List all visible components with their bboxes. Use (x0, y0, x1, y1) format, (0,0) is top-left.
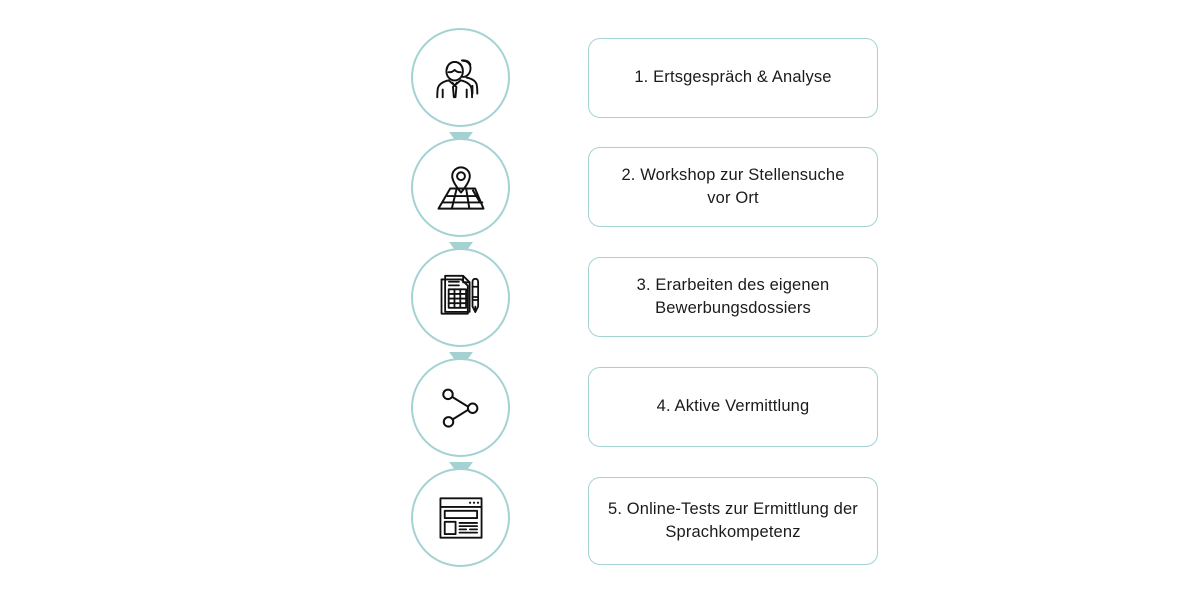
step-box-3[interactable]: 3. Erarbeiten des eigenen Bewerbungsdoss… (588, 257, 878, 337)
step-box-4[interactable]: 4. Aktive Vermittlung (588, 367, 878, 447)
step-label-5: 5. Online-Tests zur Ermittlung der Sprac… (608, 499, 858, 541)
step-box-1[interactable]: 1. Ertsgespräch & Analyse (588, 38, 878, 118)
step-circle-3 (411, 248, 510, 347)
document-pen-icon (432, 269, 490, 327)
map-pin-icon (431, 158, 491, 218)
step-node-5[interactable] (411, 468, 510, 567)
step-label-3: 3. Erarbeiten des eigenen Bewerbungsdoss… (636, 275, 830, 317)
step-label-2: 2. Workshop zur Stellensuche vor Ort (621, 165, 845, 207)
step-circle-5 (411, 468, 510, 567)
step-label-4: 4. Aktive Vermittlung (656, 397, 810, 416)
step-box-2[interactable]: 2. Workshop zur Stellensuche vor Ort (588, 147, 878, 227)
step-node-2[interactable] (411, 138, 510, 237)
step-circle-1 (411, 28, 510, 127)
step-circle-2 (411, 138, 510, 237)
step-node-4[interactable] (411, 358, 510, 457)
step-label-1: 1. Ertsgespräch & Analyse (634, 68, 832, 87)
browser-window-icon (433, 490, 489, 546)
step-node-1[interactable] (411, 28, 510, 127)
network-nodes-icon (434, 381, 488, 435)
step-circle-4 (411, 358, 510, 457)
step-box-5[interactable]: 5. Online-Tests zur Ermittlung der Sprac… (588, 477, 878, 565)
step-label-column: 1. Ertsgespräch & Analyse 2. Workshop zu… (588, 28, 880, 573)
icon-rail (411, 28, 511, 573)
two-people-icon (432, 49, 490, 107)
step-node-3[interactable] (411, 248, 510, 347)
